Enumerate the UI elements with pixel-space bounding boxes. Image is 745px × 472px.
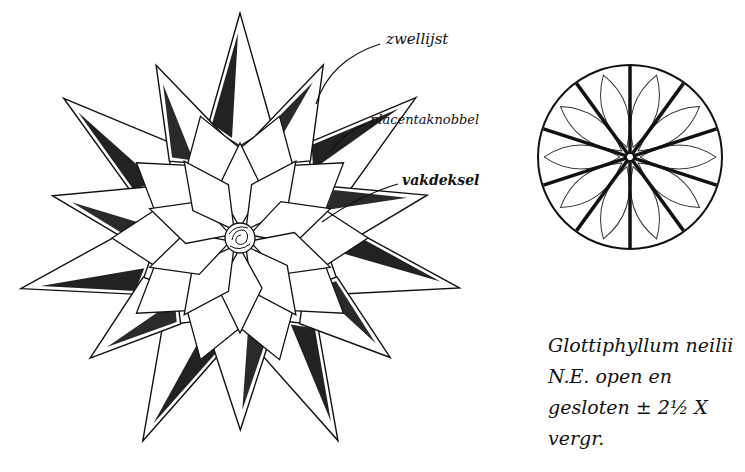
- part-label: zwellijst: [386, 30, 448, 48]
- caption-note: Glottiphyllum neilii N.E. open en geslot…: [548, 330, 738, 454]
- part-label: placentaknobbel: [370, 112, 479, 127]
- leader-line: [316, 44, 380, 104]
- leader-line: [330, 124, 366, 152]
- part-label: vakdeksel: [402, 172, 479, 188]
- leader-line: [322, 184, 398, 222]
